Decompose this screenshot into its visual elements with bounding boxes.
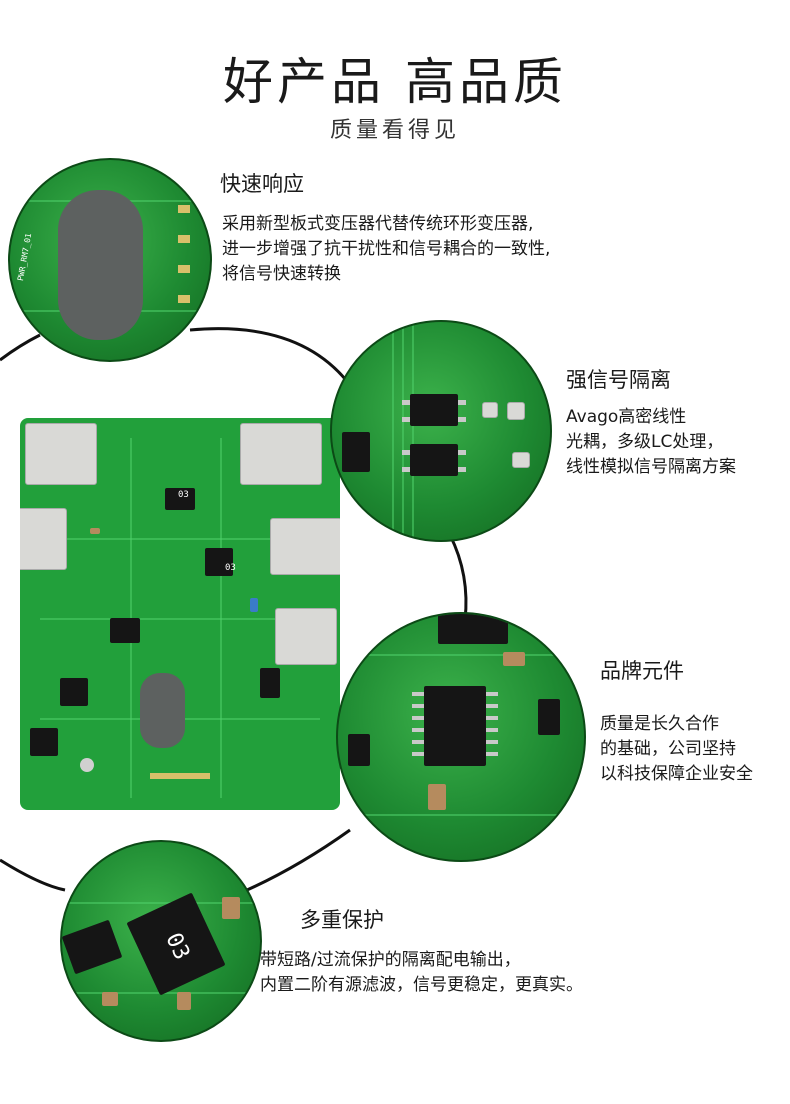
- transformer-label: PWR_RM7_01: [16, 232, 34, 282]
- feature-line: 进一步增强了抗干扰性和信号耦合的一致性,: [222, 239, 551, 259]
- feature-line: 采用新型板式变压器代替传统环形变压器,: [222, 214, 534, 234]
- feature-line: 带短路/过流保护的隔离配电输出，: [260, 950, 521, 970]
- feature-line: 光耦，多级LC处理，: [566, 432, 724, 452]
- detail-image-protection: 03: [60, 840, 262, 1042]
- feature-line: 以科技保障企业安全: [600, 764, 753, 784]
- pcb-board-image: 03 03: [20, 418, 340, 810]
- feature-line: 内置二阶有源滤波，信号更稳定，更真实。: [260, 975, 583, 995]
- feature-heading-fast-response: 快速响应: [220, 172, 304, 196]
- feature-heading-brand-components: 品牌元件: [600, 659, 684, 683]
- feature-line: 质量是长久合作: [600, 714, 719, 734]
- feature-line: Avago高密线性: [566, 407, 687, 427]
- feature-line: 的基础，公司坚持: [600, 739, 736, 759]
- detail-image-brand-chip: [336, 612, 586, 862]
- page-title: 好产品 高品质: [223, 53, 567, 111]
- feature-text-protection: 带短路/过流保护的隔离配电输出， 内置二阶有源滤波，信号更稳定，更真实。: [260, 948, 583, 998]
- feature-text-isolation: Avago高密线性 光耦，多级LC处理， 线性模拟信号隔离方案: [566, 405, 736, 480]
- feature-line: 将信号快速转换: [222, 264, 341, 284]
- detail-image-transformer: PWR_RM7_01: [8, 158, 212, 362]
- feature-line: 线性模拟信号隔离方案: [566, 457, 736, 477]
- feature-text-fast-response: 采用新型板式变压器代替传统环形变压器, 进一步增强了抗干扰性和信号耦合的一致性,…: [222, 212, 550, 287]
- feature-heading-isolation: 强信号隔离: [566, 368, 671, 392]
- page-subtitle: 质量看得见: [329, 118, 460, 143]
- feature-text-brand-components: 质量是长久合作 的基础，公司坚持 以科技保障企业安全: [600, 712, 753, 787]
- feature-heading-protection: 多重保护: [300, 908, 384, 932]
- detail-image-optocoupler: [330, 320, 552, 542]
